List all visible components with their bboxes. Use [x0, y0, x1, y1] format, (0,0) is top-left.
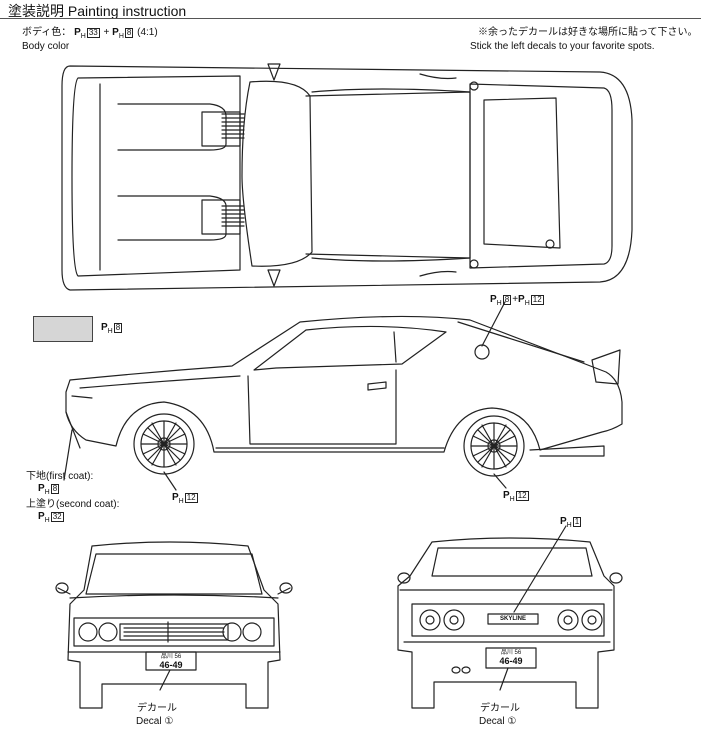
title-underline	[0, 18, 701, 19]
decal-note-en: Stick the left decals to your favorite s…	[470, 41, 655, 52]
paint-code-letter: P	[112, 27, 119, 38]
rear-wheel-code: 12	[515, 491, 529, 501]
front-plate-top: 品川 56	[160, 654, 182, 660]
rear-decal-en: Decal ①	[479, 716, 517, 727]
body-color-en: Body color	[22, 41, 70, 52]
paint-code-33: 33	[86, 28, 100, 38]
side-view	[63, 301, 623, 491]
rear-decal-jp: デカール	[480, 703, 520, 714]
emblem-code: 1	[572, 517, 582, 527]
callout-code-b: 12	[530, 295, 544, 305]
paint-code-letter: P	[74, 27, 81, 38]
decal-note-jp: ※余ったデカールは好きな場所に貼って下さい。	[478, 27, 698, 38]
rear-emblem: SKYLINE	[499, 616, 526, 622]
front-decal-jp: デカール	[137, 703, 177, 714]
second-coat-label: 上塗り(second coat):	[26, 499, 120, 510]
color-swatch	[33, 316, 93, 342]
page-title: 塗装説明 Painting instruction	[8, 3, 187, 19]
rear-plate-top: 品川 56	[500, 650, 522, 656]
callout-plus: +	[512, 294, 519, 305]
mix-ratio: (4:1)	[137, 27, 158, 38]
top-view	[61, 63, 633, 291]
plus-sign: +	[103, 27, 110, 38]
first-coat-num: 8	[50, 484, 60, 494]
paint-code-sub: H	[80, 33, 86, 40]
front-plate-number: 46-49	[159, 660, 183, 670]
front-view	[55, 541, 293, 709]
callout-code-a: 8	[502, 295, 512, 305]
paint-code-8: 8	[124, 28, 134, 38]
rear-plate-number: 46-49	[499, 656, 523, 666]
paint-code-sub: H	[118, 33, 124, 40]
front-wheel-code: 12	[184, 493, 198, 503]
body-color-jp: ボディ色：	[22, 27, 72, 38]
rear-view	[397, 525, 623, 709]
second-coat-num: 32	[50, 512, 64, 522]
swatch-code: 8	[113, 323, 123, 333]
front-decal-en: Decal ①	[136, 716, 174, 727]
first-coat-label: 下地(first coat):	[26, 471, 94, 482]
